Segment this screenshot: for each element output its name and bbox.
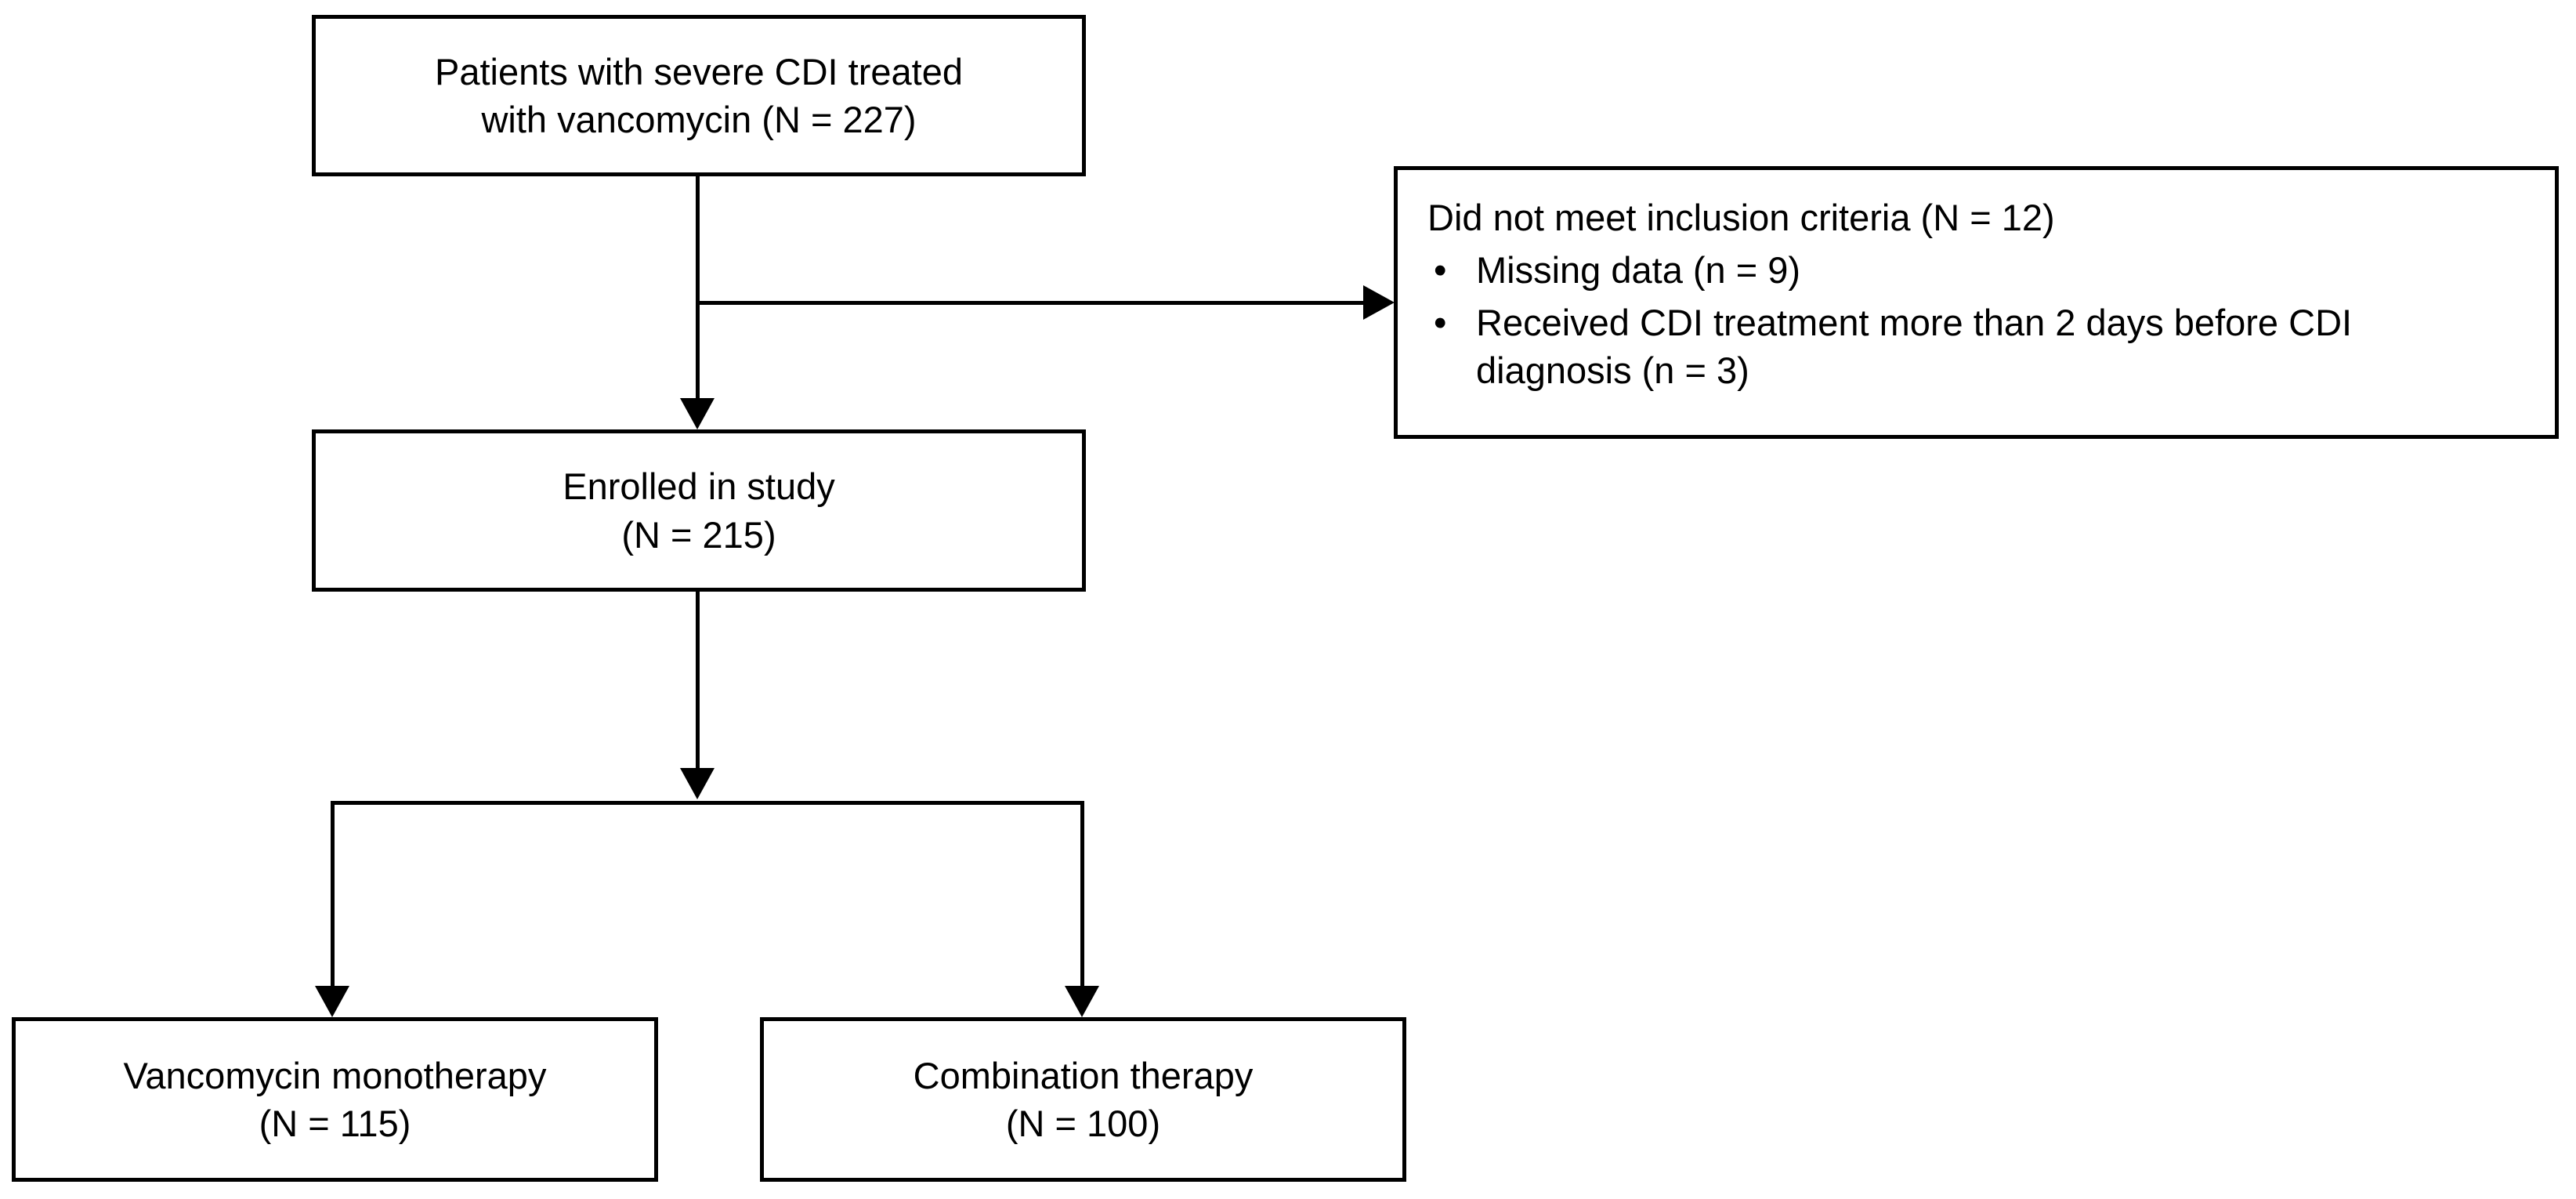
node-arm-combination-line-2: (N = 100) [1005,1103,1161,1144]
node-excluded: Did not meet inclusion criteria (N = 12)… [1394,166,2559,439]
connector-split-to-combination [1080,801,1084,987]
excluded-reason-2-text-line-2: diagnosis (n = 3) [1476,350,1749,392]
connector-enrolled-to-split [696,592,700,769]
node-arm-combination-line-1: Combination therapy [913,1054,1254,1096]
excluded-reason-missing-data: • Missing data (n = 9) [1427,246,2555,294]
node-source-population: Patients with severe CDI treated with va… [312,15,1086,176]
connector-source-to-excluded [696,301,1365,305]
arrowhead-source-to-enrolled [680,398,715,429]
node-source-line-2: with vancomycin (N = 227) [481,99,917,140]
node-enrolled: Enrolled in study (N = 215) [312,429,1086,592]
excluded-reason-1-text: Missing data (n = 9) [1476,249,1801,292]
node-arm-combination: Combination therapy (N = 100) [760,1017,1406,1182]
node-arm-monotherapy: Vancomycin monotherapy (N = 115) [12,1017,658,1182]
node-enrolled-line-1: Enrolled in study [563,465,835,508]
connector-split-bar [331,801,1084,805]
bullet-icon: • [1434,249,1447,292]
connector-split-to-monotherapy [331,801,335,987]
node-arm-monotherapy-line-2: (N = 115) [259,1103,411,1144]
arrowhead-split-to-monotherapy [315,986,349,1017]
excluded-content: Did not meet inclusion criteria (N = 12)… [1398,170,2555,394]
bullet-icon: • [1434,302,1447,344]
node-arm-monotherapy-line-1: Vancomycin monotherapy [123,1054,547,1096]
excluded-reason-prior-treatment: • Received CDI treatment more than 2 day… [1427,299,2555,394]
node-source-line-1: Patients with severe CDI treated [435,50,963,92]
arrowhead-source-to-excluded [1363,285,1395,320]
excluded-heading: Did not meet inclusion criteria (N = 12) [1427,197,2055,238]
node-enrolled-line-2: (N = 215) [621,513,776,556]
arrowhead-enrolled-to-split [680,768,715,799]
excluded-reason-2-text-line-1: Received CDI treatment more than 2 days … [1476,302,2353,344]
excluded-reason-list: • Missing data (n = 9) • Received CDI tr… [1427,246,2555,394]
connector-source-to-enrolled [696,176,700,400]
arrowhead-split-to-combination [1065,986,1099,1017]
